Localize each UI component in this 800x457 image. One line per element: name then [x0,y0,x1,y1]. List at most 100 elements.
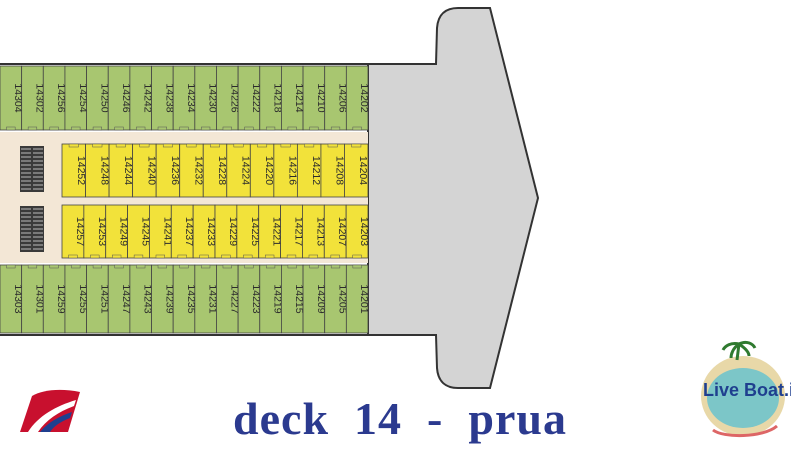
cabin-14220: 14220 [249,143,275,198]
cabin-number: 14206 [337,83,349,112]
cabin-number: 14217 [293,217,305,246]
cabin-number: 14230 [207,83,219,112]
cabin-number: 14251 [98,284,110,313]
cabin-14255: 14255 [64,264,89,334]
cabin-number: 14234 [185,83,197,112]
cabin-number: 14254 [77,83,89,112]
cabin-14204: 14204 [344,143,369,198]
cabin-number: 14221 [271,217,283,246]
cabin-number: 14249 [118,217,130,246]
cabin-number: 14232 [192,156,204,185]
cabin-number: 14224 [240,156,252,185]
cabin-14240: 14240 [132,143,157,198]
cabin-number: 14255 [77,284,89,313]
cabin-14227: 14227 [216,264,240,334]
cabin-number: 14257 [74,217,86,246]
cabin-number: 14212 [310,156,322,185]
cabin-14226: 14226 [216,65,240,131]
cabin-14250: 14250 [86,65,110,131]
cabin-14215: 14215 [281,264,305,334]
cabin-14239: 14239 [151,264,175,334]
deck-caption: deck 14 - prua [233,393,567,444]
cabin-14251: 14251 [86,264,110,334]
cabin-14241: 14241 [149,204,173,259]
cabin-number: 14219 [272,284,284,313]
cabin-number: 14259 [55,284,67,313]
liveboat-logo: Live Boat.it [701,340,791,438]
cabin-14304: 14304 [0,65,24,131]
cabin-number: 14214 [293,83,305,112]
cabin-14229: 14229 [214,204,239,259]
cabin-number: 14250 [98,83,110,112]
cabin-14217: 14217 [280,204,305,259]
cabin-14225: 14225 [236,204,261,259]
cabin-14257: 14257 [61,204,86,259]
cabin-number: 14241 [161,217,173,246]
cabin-14237: 14237 [170,204,195,259]
cabin-number: 14209 [315,284,327,313]
cabin-number: 14208 [334,156,346,185]
cabin-number: 14231 [207,284,219,313]
cabin-14233: 14233 [192,204,217,259]
cabin-14303: 14303 [0,264,24,334]
cabin-14214: 14214 [281,65,305,131]
cabin-14201: 14201 [345,264,370,334]
cabin-number: 14246 [120,83,132,112]
cabin-14224: 14224 [226,143,252,198]
cabin-number: 14236 [169,156,181,185]
cabin-14212: 14212 [296,143,322,198]
cabin-number: 14256 [55,83,67,112]
cabin-14213: 14213 [302,204,326,259]
cabin-number: 14248 [98,156,110,185]
cabin-14222: 14222 [237,65,262,131]
cabin-number: 14227 [228,284,240,313]
cabin-14231: 14231 [194,264,219,334]
cabin-number: 14244 [122,156,134,185]
cabin-number: 14303 [12,284,24,313]
cabin-number: 14247 [120,284,132,313]
cabin-14230: 14230 [194,65,219,131]
cabin-14232: 14232 [179,143,204,198]
cabin-number: 14238 [163,83,175,112]
cabin-14253: 14253 [83,204,108,259]
cabin-number: 14239 [163,284,175,313]
cabin-14242: 14242 [129,65,154,131]
cabin-14228: 14228 [202,143,228,198]
cabin-number: 14203 [358,217,370,246]
cabin-number: 14226 [228,83,240,112]
cabin-14221: 14221 [258,204,283,259]
cabin-14234: 14234 [172,65,197,131]
cabin-number: 14302 [33,83,45,112]
cabin-number: 14235 [185,284,197,313]
cabin-number: 14240 [145,156,157,185]
cabin-number: 14223 [250,284,262,313]
cabin-14301: 14301 [21,264,45,334]
cabin-14244: 14244 [108,143,134,198]
cabin-number: 14304 [12,83,24,112]
cabin-14248: 14248 [85,143,110,198]
cabin-14207: 14207 [323,204,348,259]
cabin-14249: 14249 [105,204,130,259]
cabin-number: 14225 [249,217,261,246]
cabin-number: 14242 [142,83,154,112]
cabin-number: 14222 [250,83,262,112]
cabin-14219: 14219 [259,264,284,334]
cabin-number: 14207 [336,217,348,246]
cabin-14246: 14246 [107,65,132,131]
cabin-14302: 14302 [21,65,45,131]
cabin-14259: 14259 [42,264,67,334]
cabin-14209: 14209 [302,264,327,334]
cabin-number: 14216 [287,156,299,185]
cabin-14254: 14254 [64,65,89,131]
cabin-14256: 14256 [42,65,67,131]
cabin-number: 14237 [183,217,195,246]
cabin-14243: 14243 [129,264,154,334]
cabin-number: 14301 [33,284,45,313]
cabin-14202: 14202 [345,65,370,131]
cabin-number: 14220 [263,156,275,185]
cabin-number: 14215 [293,284,305,313]
liveboat-logo-text: Live Boat.it [703,380,791,400]
cabin-number: 14201 [358,284,370,313]
cabin-number: 14229 [227,217,239,246]
